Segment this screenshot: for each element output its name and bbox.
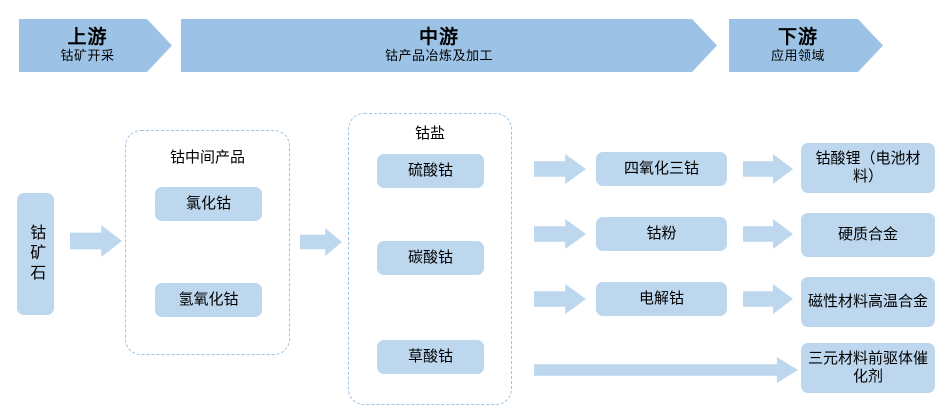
arrow-salt-to-ternary-precursor xyxy=(534,357,798,383)
stage-subtitle-midstream: 钴产品冶炼及加工 xyxy=(384,48,493,64)
stage-title-midstream: 中游 xyxy=(418,27,459,49)
arrow-salt-to-cobalt-powder xyxy=(534,219,586,249)
node-ternary-precursor-catalyst: 三元材料前驱体催化剂 xyxy=(801,343,935,393)
arrow-raw-to-intermediate xyxy=(70,225,122,257)
node-cobalt-sulfate: 硫酸钴 xyxy=(377,154,484,188)
group-title-cobalt-intermediate: 钴中间产品 xyxy=(169,149,245,166)
arrow-tricobalt-to-lithium-cobaltate xyxy=(743,154,793,184)
stage-subtitle-downstream: 应用领域 xyxy=(770,48,825,64)
arrow-electrolytic-to-magnetic-materials xyxy=(743,284,793,314)
node-cobalt-oxalate: 草酸钴 xyxy=(377,340,484,374)
node-cobalt-hydroxide: 氢氧化钴 xyxy=(155,283,262,317)
stage-banner-midstream: 中游 钴产品冶炼及加工 xyxy=(181,19,717,72)
node-magnetic-superalloy: 磁性材料高温合金 xyxy=(801,277,935,327)
node-tricobalt-tetroxide: 四氧化三钴 xyxy=(596,152,727,186)
arrow-salt-to-electrolytic-cobalt xyxy=(534,284,586,314)
arrow-intermediate-to-salt xyxy=(300,228,342,256)
node-lithium-cobaltate: 钴酸锂（电池材料） xyxy=(801,143,935,193)
stage-banner-upstream: 上游 钴矿开采 xyxy=(19,19,172,72)
arrow-powder-to-cemented-carbide xyxy=(743,219,793,249)
node-raw-material: 钴矿石 xyxy=(17,193,54,315)
stage-title-downstream: 下游 xyxy=(777,27,818,49)
node-cobalt-carbonate: 碳酸钴 xyxy=(377,241,484,275)
node-electrolytic-cobalt: 电解钴 xyxy=(596,282,727,316)
stage-title-upstream: 上游 xyxy=(67,27,108,49)
stage-banner-downstream: 下游 应用领域 xyxy=(729,19,883,72)
node-cobalt-powder: 钴粉 xyxy=(596,217,727,251)
arrow-salt-to-tricobalt-tetroxide xyxy=(534,154,586,184)
group-cobalt-salt xyxy=(348,113,512,405)
stage-subtitle-upstream: 钴矿开采 xyxy=(60,48,115,64)
node-cobalt-chloride: 氯化钴 xyxy=(155,187,262,221)
group-cobalt-intermediate xyxy=(125,130,290,355)
node-cemented-carbide: 硬质合金 xyxy=(801,213,935,257)
group-title-cobalt-salt: 钴盐 xyxy=(414,125,445,142)
